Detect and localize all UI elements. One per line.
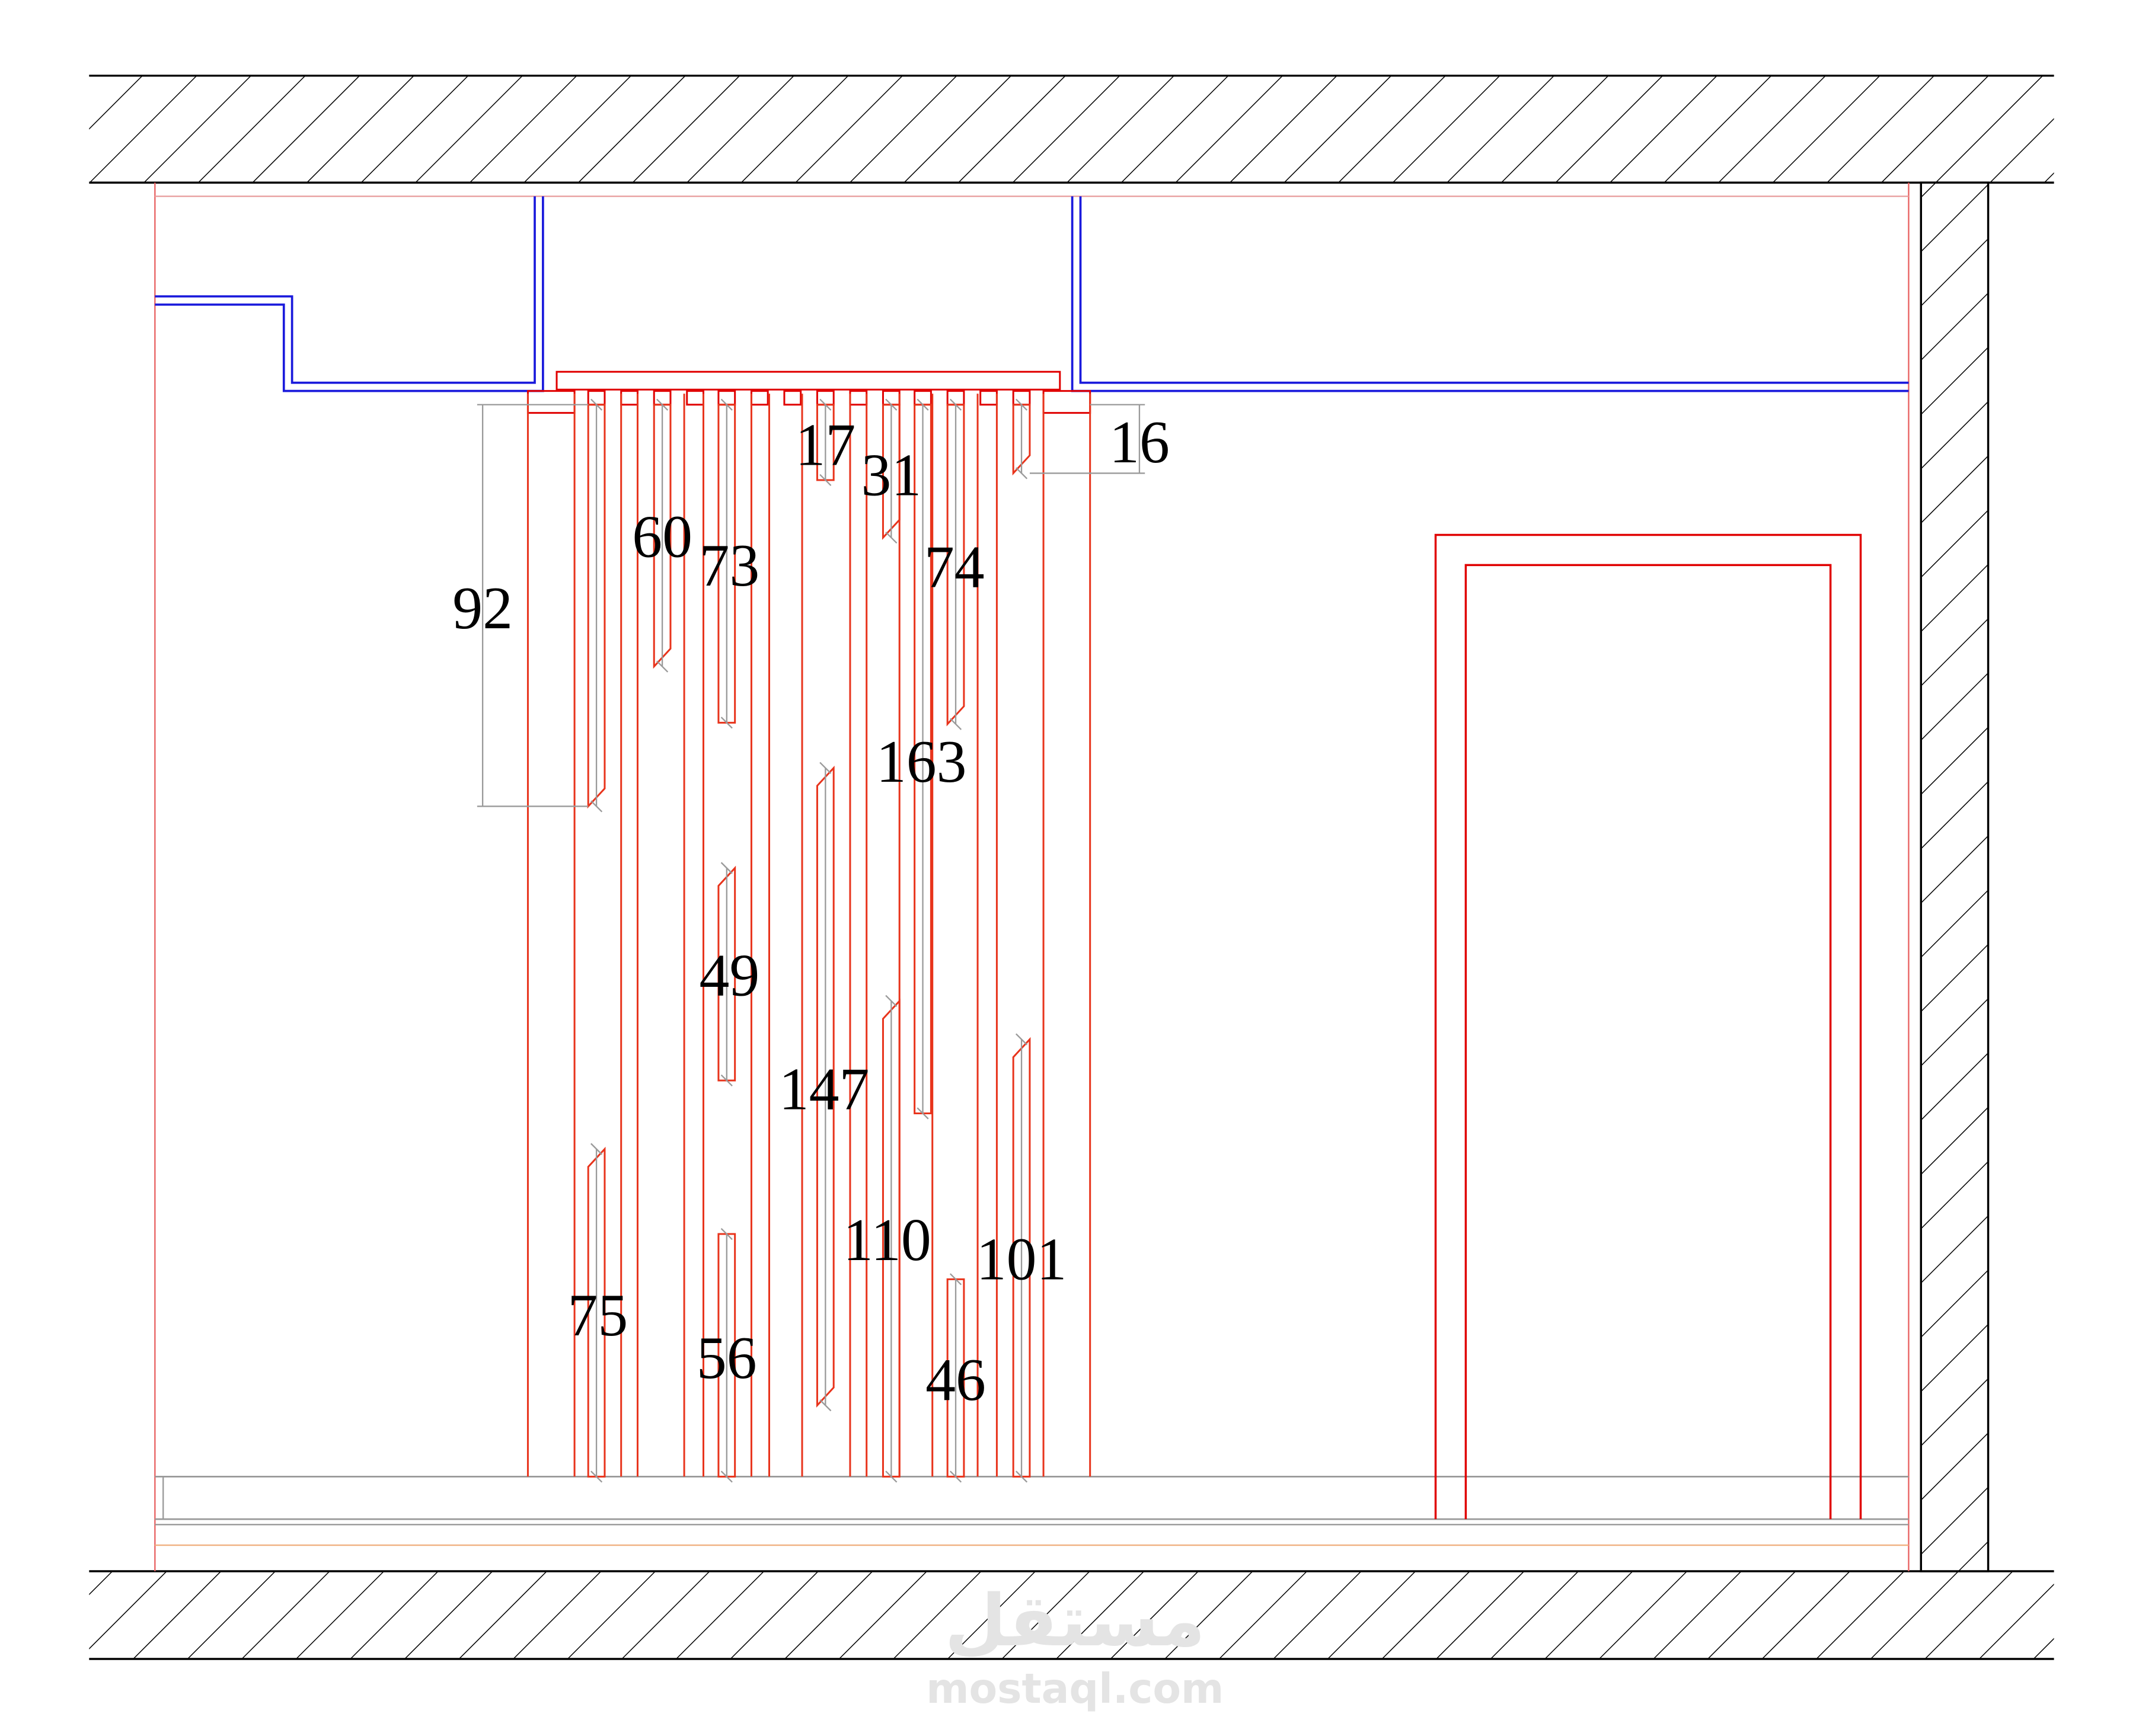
slat-piece [882,998,901,1478]
dimension-tick [656,660,669,673]
slat-cap [686,390,704,406]
slat-cap [979,390,998,406]
dimension-tick [917,398,929,411]
watermark: مستقل mostaql.com [926,1580,1224,1713]
dimension-lines [477,398,1145,1483]
dimension-tick [949,718,962,730]
dimension-tick [590,1143,603,1155]
dimension-tick [590,800,603,813]
dimension-tick [949,1273,962,1286]
dimension-tick [885,1470,898,1483]
dimension-label-17: 17 [795,412,855,479]
slat-cap [620,390,638,406]
ceiling-slab [89,74,2054,184]
slat-piece [717,865,736,1082]
dimension-label-46: 46 [925,1347,986,1414]
dimension-label-74: 74 [924,533,985,600]
dimension-tick [949,1470,962,1483]
side-block [1042,390,1091,414]
dimension-label-101: 101 [976,1226,1067,1293]
slat-piece [816,404,835,481]
dimension-label-163: 163 [876,728,967,795]
slat-piece [717,1233,736,1478]
dimension-tick [819,1399,832,1412]
dimension-tick [720,1074,733,1087]
slat-cap [882,390,901,406]
dimension-tick [1015,1033,1028,1046]
dimension-label-92: 92 [452,575,513,642]
dimension-tick [720,1227,733,1241]
ceiling-bulkhead [155,196,1909,392]
dimension-label-31: 31 [861,442,921,509]
dimension-tick [720,1470,733,1483]
dimension-tick [885,398,898,411]
slat-cap [653,390,672,406]
watermark-arabic: مستقل [944,1580,1205,1663]
dimension-label-56: 56 [697,1325,757,1392]
dimension-tick [885,532,898,544]
door-frame [1434,533,1862,1520]
dimension-tick [885,995,898,1007]
dimension-tick [590,1470,603,1483]
slat-cap [587,390,606,406]
dimension-tick [656,398,669,411]
watermark-latin: mostaql.com [926,1665,1224,1713]
slat-cap [750,390,769,406]
dimension-tick [720,398,733,411]
slat-piece [914,404,932,1114]
slat-cap [1012,390,1031,406]
slat-cap [816,390,835,406]
slat-piece [946,1278,965,1478]
slat-piece [587,1146,606,1478]
slat-piece [1012,404,1031,476]
dimension-tick [1015,467,1028,479]
dimension-label-49: 49 [700,942,760,1009]
slat-feature-wall [526,370,1091,1478]
dimension-label-75: 75 [568,1282,628,1349]
dimension-tick [1015,1470,1028,1483]
right-wall [1920,181,1990,1572]
slat-cap [783,390,802,406]
floor-slab [89,1570,2054,1660]
slat-cap [717,390,736,406]
dimension-tick [917,1107,929,1120]
dimension-tick [590,398,603,411]
dimension-tick [819,762,832,774]
dimension-tick [819,398,832,411]
dimension-tick [1015,398,1028,411]
dimension-label-147: 147 [779,1056,870,1123]
slat-piece [717,404,736,724]
slat-piece [1012,1037,1031,1478]
dimension-label-16: 16 [1109,409,1170,476]
dimension-tick [819,474,832,487]
dimension-label-73: 73 [700,532,760,599]
dimension-tick [949,398,962,411]
dimension-tick [720,862,733,874]
slat-cap [946,390,965,406]
slat-piece [816,765,835,1408]
room-outline [154,183,1910,1571]
slat-piece [946,404,965,727]
dimension-tick [720,717,733,729]
slat-cap [849,390,868,406]
slat-piece [882,404,901,540]
dimension-label-60: 60 [632,503,692,570]
side-block [526,390,576,414]
slat-cap [914,390,932,406]
dimension-label-110: 110 [843,1207,931,1274]
slat-piece [587,404,606,809]
slat-piece [653,404,672,669]
slat-header-board [555,370,1061,391]
